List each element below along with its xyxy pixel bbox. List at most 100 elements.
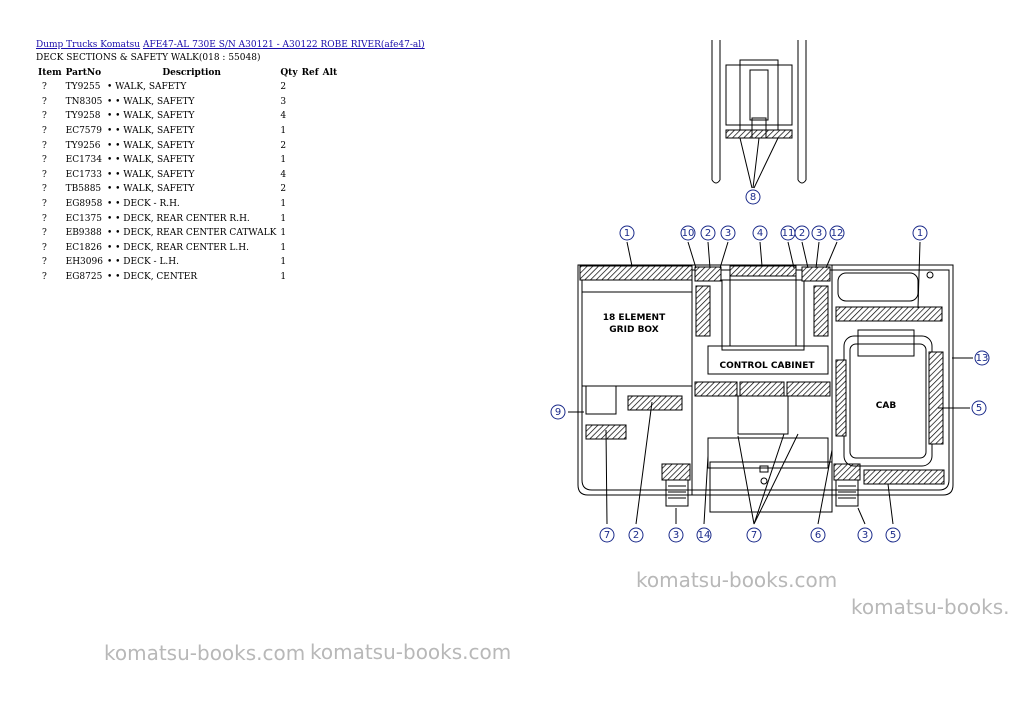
cell-qty: 3 — [280, 96, 287, 107]
callout: 3 — [720, 225, 736, 241]
callout: 2 — [628, 527, 644, 543]
table-header-row: Item PartNo Description Qty Ref Alt — [36, 66, 339, 80]
callout-circle — [810, 527, 826, 543]
callout: 7 — [746, 527, 762, 543]
callout-circle — [628, 527, 644, 543]
cell-item: ? — [42, 199, 47, 210]
callout-circle — [696, 527, 712, 543]
cell-qty: 1 — [280, 242, 287, 253]
cell-qty: 1 — [280, 126, 287, 137]
cell-description: • • DECK, REAR CENTER L.H. — [106, 242, 249, 253]
watermark: komatsu-books.com — [104, 641, 306, 665]
callout-circle — [971, 400, 987, 416]
callout-number: 2 — [799, 228, 805, 239]
callout-circle — [974, 350, 990, 366]
leader-lines — [568, 241, 973, 525]
cell-partno: EH3096 — [65, 257, 103, 268]
cell-description: • • WALK, SAFETY — [106, 184, 195, 195]
callout-number: 13 — [976, 353, 989, 364]
cell-description: • • DECK, REAR CENTER R.H. — [106, 213, 250, 224]
cell-qty: 2 — [280, 184, 287, 195]
callout-circle — [752, 225, 768, 241]
callout-circle — [550, 404, 566, 420]
cell-item: ? — [42, 213, 47, 224]
header-ref: Ref — [301, 68, 319, 78]
cell-qty: 2 — [280, 82, 287, 93]
callout: 3 — [811, 225, 827, 241]
breadcrumb-link-model[interactable]: AFE47-AL 730E S/N A30121 - A30122 ROBE R… — [142, 40, 425, 50]
callout-number: 3 — [725, 228, 731, 239]
cell-description: • • WALK, SAFETY — [106, 111, 195, 122]
callout-circle — [720, 225, 736, 241]
callout: 12 — [829, 225, 845, 241]
callout: 10 — [680, 225, 696, 241]
callout-number: 8 — [750, 192, 756, 203]
callout-circle — [857, 527, 873, 543]
cell-qty: 2 — [280, 140, 287, 151]
callout-circle — [829, 225, 845, 241]
callout-number: 2 — [633, 530, 639, 541]
header-item: Item — [38, 68, 62, 78]
callout-number: 3 — [862, 530, 868, 541]
callout-circle — [619, 225, 635, 241]
cell-item: ? — [42, 228, 47, 239]
callout: 4 — [752, 225, 768, 241]
cell-item: ? — [42, 272, 47, 283]
cell-description: • • DECK - L.H. — [106, 257, 179, 268]
callout-circle — [746, 527, 762, 543]
callout-number: 12 — [831, 228, 844, 239]
table-row: ?EC1375• • DECK, REAR CENTER R.H.1 — [36, 211, 339, 226]
cell-description: • • DECK - R.H. — [106, 199, 180, 210]
callout-number: 1 — [624, 228, 630, 239]
table-row: ?EC1826• • DECK, REAR CENTER L.H.1 — [36, 241, 339, 256]
cell-partno: EC1375 — [65, 213, 102, 224]
cell-description: • • WALK, SAFETY — [106, 140, 195, 151]
callout: 3 — [668, 527, 684, 543]
cell-description: • WALK, SAFETY — [106, 82, 187, 93]
cab-label: CAB — [876, 401, 897, 411]
callout-circle — [680, 225, 696, 241]
deck-plan — [577, 264, 954, 513]
cell-qty: 1 — [280, 155, 287, 166]
breadcrumb-link-dump-trucks[interactable]: Dump Trucks Komatsu — [36, 40, 141, 50]
callout-circle — [668, 527, 684, 543]
header-description: Description — [162, 68, 221, 78]
cell-partno: TY9258 — [65, 111, 101, 122]
control-cabinet-label: CONTROL CABINET — [720, 361, 816, 371]
table-row: ? EH3096• • DECK - L.H. 1 — [36, 255, 339, 270]
callout: 3 — [857, 527, 873, 543]
callout: 1 — [912, 225, 928, 241]
callout-number: 14 — [698, 530, 711, 541]
cell-item: ? — [42, 126, 47, 137]
watermark: komatsu-books.com — [636, 568, 838, 592]
callout: 2 — [700, 225, 716, 241]
header-partno: PartNo — [65, 68, 102, 78]
cell-item: ? — [42, 111, 47, 122]
cell-partno: EC1734 — [65, 155, 102, 166]
header-qty: Qty — [280, 68, 298, 78]
cell-qty: 1 — [280, 199, 287, 210]
cell-partno: EC1733 — [65, 169, 102, 180]
callout-number: 6 — [815, 530, 821, 541]
callout-circle — [794, 225, 810, 241]
cell-qty: 1 — [280, 257, 287, 268]
cell-item: ? — [42, 257, 47, 268]
callout-number: 10 — [682, 228, 695, 239]
cell-qty: 4 — [280, 169, 287, 180]
grid-box-label-line1: 18 ELEMENT — [603, 313, 666, 323]
deck-sections-diagram: 18 ELEMENT GRID BOX CONTROL CABINET CAB … — [550, 40, 990, 543]
cell-partno: TY9255 — [65, 82, 101, 93]
cell-qty: 1 — [280, 228, 287, 239]
table-row: ? TY9255 • WALK, SAFETY 2 — [36, 80, 339, 95]
cell-item: ? — [42, 82, 47, 93]
callout: 1 — [619, 225, 635, 241]
cell-partno: EG8725 — [65, 272, 103, 283]
cell-description: • • WALK, SAFETY — [106, 169, 195, 180]
watermark: komatsu-books. — [851, 595, 1010, 619]
